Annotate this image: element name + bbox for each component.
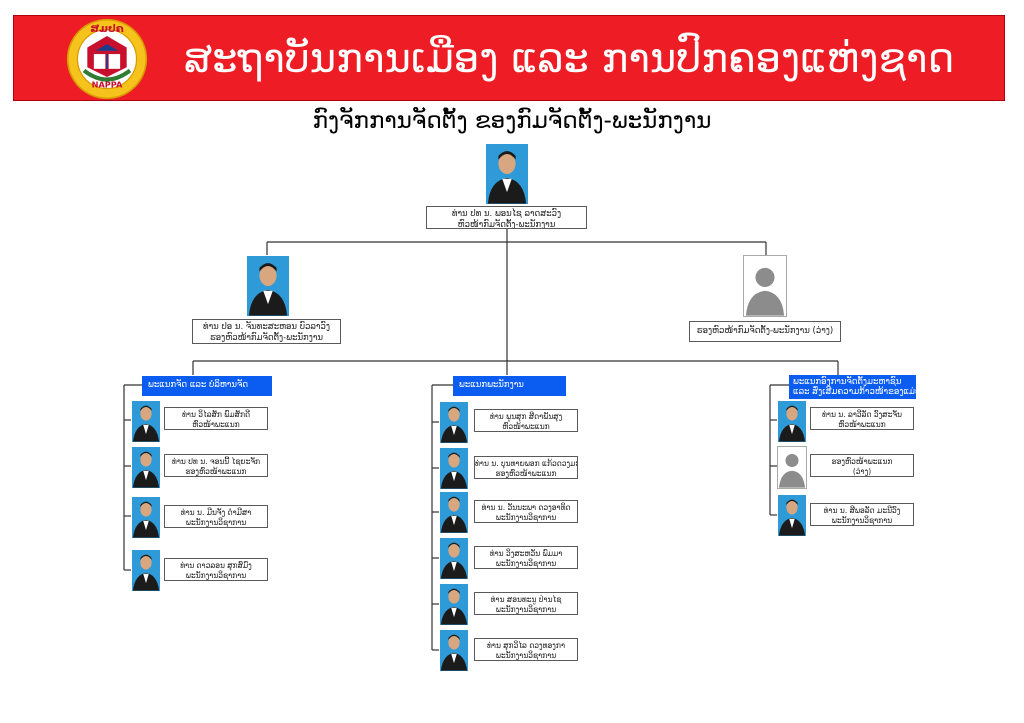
division-3-header-line-1: ພະແນກອົງການຈັດຕັ້ງມະຫາຊົນ [793,377,902,387]
member-1-2-photo [131,446,161,489]
member-2-6-name: ທ່ານ ສຸກວິໄລ ດວງທອງກາ [487,641,565,650]
director-box: ທ່ານ ປທ ນ. ພອນໄຊ ລາດສະວົງ ຫົວໜ້າກົມຈັດຕັ… [426,206,587,229]
member-1-1-title: ຫົວໜ້າພະແນກ [192,420,240,429]
member-3-2-box: ຮອງຫົວໜ້າພະແນກ (ວ່າງ) [810,454,914,477]
member-3-3-name: ທ່ານ ນ. ສີພອລັດ ມະນີວົງ [823,506,901,515]
member-2-5-box: ທ່ານ ສອນທະນູ ປ່ານໄຊ ພະນັກງານວິຊາການ [474,592,578,615]
deputy-1-photo [246,255,290,317]
member-2-3-name: ທ່ານ ນ. ວັນນະພາ ດວງອາທິດ [481,503,571,512]
deputy-1-name: ທ່ານ ປອ ນ. ຈັນທະສະຫອນ ບົວລາວົງ [203,322,330,332]
member-3-1-box: ທ່ານ ນ. ລາວີລັດ ວົງສະຈັນ ຫົວໜ້າພະແນກ [810,407,914,430]
logo-bottom-text: NAPPA [92,80,123,90]
member-1-4-title: ພະນັກງານວິຊາການ [185,571,247,580]
logo-top-text: ສມປຄ [90,22,123,35]
member-2-4-box: ທ່ານ ວິງສະຫວັນ ພົມມາ ພະນັກງານວິຊາການ [474,546,578,569]
member-1-1-box: ທ່ານ ວິໄລສັກ ພົມສັກດີ ຫົວໜ້າພະແນກ [164,407,268,430]
member-2-1-name: ທ່ານ ພູນສຸກ ສີດາພັນສຸງ [489,412,563,421]
division-1-header: ພະແນກຈັດ ແລະ ບໍລິຫານຈັດ [142,376,272,396]
member-1-2-box: ທ່ານ ປທ ນ. ຈອນນີ້ ໄຊຍະຈັກ ຮອງຫົວໜ້າພະແນກ [164,454,268,477]
member-2-3-box: ທ່ານ ນ. ວັນນະພາ ດວງອາທິດ ພະນັກງານວິຊາການ [474,500,578,523]
division-2-header: ພະແນກພະນັກງານ [453,376,566,396]
member-1-1-name: ທ່ານ ວິໄລສັກ ພົມສັກດີ [182,410,250,419]
member-2-3-photo [439,491,469,534]
member-1-2-name: ທ່ານ ປທ ນ. ຈອນນີ້ ໄຊຍະຈັກ [171,457,261,466]
director-photo [485,143,529,205]
division-3-header: ພະແນກອົງການຈັດຕັ້ງມະຫາຊົນ ແລະ ສົ່ງເສີມຄວ… [789,375,925,399]
member-2-2-name: ທ່ານ ນ. ບຸນທາຍພອກ ແກ້ວດວງມະລາດ [475,459,577,468]
nappa-logo: ສມປຄ NAPPA [66,18,148,100]
member-3-1-title: ຫົວໜ້າພະແນກ [838,420,886,429]
member-2-4-name: ທ່ານ ວິງສະຫວັນ ພົມມາ [489,549,563,558]
header-banner: ສມປຄ NAPPA ສະຖາບັນການເມືອງ ແລະ ການປົກຄອງ… [13,15,1005,101]
member-2-3-title: ພະນັກງານວິຊາການ [495,513,557,522]
member-2-5-photo [439,583,469,626]
member-2-5-title: ພະນັກງານວິຊາການ [495,605,557,614]
member-2-4-photo [439,537,469,580]
member-2-1-title: ຫົວໜ້າພະແນກ [502,422,550,431]
member-2-2-photo [439,447,469,490]
member-2-6-box: ທ່ານ ສຸກວິໄລ ດວງທອງກາ ພະນັກງານວິຊາການ [474,638,578,661]
member-2-6-title: ພະນັກງານວິຊາການ [495,651,557,660]
institution-title: ສະຖາບັນການເມືອງ ແລະ ການປົກຄອງແຫ່ງຊາດ [184,36,955,82]
division-1-header-line: ພະແນກຈັດ ແລະ ບໍລິຫານຈັດ [148,380,249,390]
vacant-person-icon [743,255,787,317]
member-2-2-title: ຮອງຫົວໜ້າພະແນກ [495,469,557,478]
director-name: ທ່ານ ປທ ນ. ພອນໄຊ ລາດສະວົງ [451,209,562,219]
member-2-1-photo [439,401,469,444]
member-1-3-title: ພະນັກງານວິຊາການ [185,518,247,527]
member-2-5-name: ທ່ານ ສອນທະນູ ປ່ານໄຊ [490,595,562,604]
member-1-3-photo [131,496,161,539]
member-1-4-box: ທ່ານ ດາວລອນ ສຸກສົມົງ ພະນັກງານວິຊາການ [164,558,268,581]
member-3-3-title: ພະນັກງານວິຊາການ [831,516,893,525]
member-2-2-box: ທ່ານ ນ. ບຸນທາຍພອກ ແກ້ວດວງມະລາດ ຮອງຫົວໜ້າ… [474,456,578,479]
member-3-2-name: ຮອງຫົວໜ້າພະແນກ [831,457,893,466]
member-2-4-title: ພະນັກງານວິຊາການ [495,559,557,568]
member-2-1-box: ທ່ານ ພູນສຸກ ສີດາພັນສຸງ ຫົວໜ້າພະແນກ [474,409,578,432]
deputy-2-box: ຮອງຫົວໜ້າກົມຈັດຕັ້ງ-ພະນັກງານ (ວ່າງ) [689,321,841,342]
member-3-1-photo [777,400,807,443]
member-1-4-photo [131,549,161,592]
director-title: ຫົວໜ້າກົມຈັດຕັ້ງ-ພະນັກງານ [457,220,556,229]
member-3-1-name: ທ່ານ ນ. ລາວີລັດ ວົງສະຈັນ [822,410,902,419]
member-1-3-box: ທ່ານ ນ. ມີນຈັງ ດຳມີສາ ພະນັກງານວິຊາການ [164,505,268,528]
deputy-2-name: ຮອງຫົວໜ້າກົມຈັດຕັ້ງ-ພະນັກງານ (ວ່າງ) [696,326,834,336]
vacant-person-icon [777,446,807,489]
member-1-4-name: ທ່ານ ດາວລອນ ສຸກສົມົງ [180,561,252,570]
chart-title: ກົງຈັກການຈັດຕັ້ງ ຂອງກົມຈັດຕັ້ງ-ພະນັກງານ [312,108,712,134]
deputy-1-title: ຮອງຫົວໜ້າກົມຈັດຕັ້ງ-ພະນັກງານ [209,333,324,343]
member-1-1-photo [131,400,161,443]
member-1-2-title: ຮອງຫົວໜ້າພະແນກ [185,467,247,476]
division-3-header-line-2: ແລະ ສົ່ງເສີມຄວາມກ້າວໜ້າຂອງແມ່ຍິງ [793,387,925,397]
division-2-header-line: ພະແນກພະນັກງານ [459,380,524,390]
member-1-3-name: ທ່ານ ນ. ມີນຈັງ ດຳມີສາ [180,508,252,517]
member-3-2-title: (ວ່າງ) [852,467,872,476]
member-3-3-photo [777,494,807,537]
deputy-1-box: ທ່ານ ປອ ນ. ຈັນທະສະຫອນ ບົວລາວົງ ຮອງຫົວໜ້າ… [192,319,341,344]
member-2-6-photo [439,629,469,672]
member-3-3-box: ທ່ານ ນ. ສີພອລັດ ມະນີວົງ ພະນັກງານວິຊາການ [810,503,914,526]
